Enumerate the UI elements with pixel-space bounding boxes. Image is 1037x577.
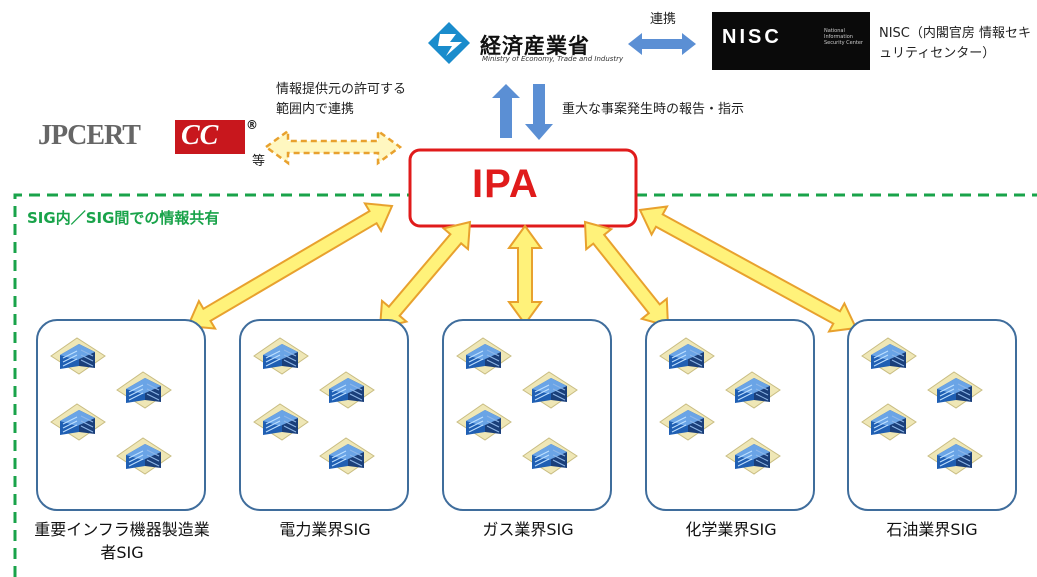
arrow-ipa-oil — [638, 205, 858, 333]
sig-box-group — [36, 319, 1017, 511]
sig-label-power: 電力業界SIG — [279, 520, 371, 539]
meti-subtitle: Ministry of Economy, Trade and Industry — [482, 55, 624, 63]
report-arrows — [492, 84, 553, 140]
sig-label-chemical: 化学業界SIG — [685, 520, 777, 539]
sig-label-gas: ガス業界SIG — [482, 520, 574, 539]
arrow-ipa-gas — [507, 224, 543, 326]
nisc-note: NISC（内閣官房 情報セキュリティセンター） — [879, 26, 1032, 61]
meti-name: 経済産業省 — [480, 34, 590, 58]
nisc-logo: NISC National Information Security Cente… — [712, 12, 870, 70]
jpcert-dashed-arrow — [263, 128, 403, 166]
sig-region-border — [13, 193, 1037, 577]
nisc-logo-text: NISC — [722, 26, 782, 48]
nisc-logo-subtext: National Information Security Center — [824, 28, 863, 46]
jpcert-cc-text: CC — [181, 120, 219, 151]
arrow-ipa-chemical — [583, 220, 670, 328]
ipa-label: IPA — [472, 162, 539, 206]
registered-mark: ® — [246, 118, 258, 132]
arrow-ipa-power — [378, 220, 472, 330]
permission-label: 情報提供元の許可する範囲内で連携 — [276, 82, 407, 117]
liaison-arrow — [628, 33, 696, 55]
liaison-label: 連携 — [650, 12, 677, 27]
sig-label-infra: 重要インフラ機器製造業者SIG — [34, 520, 210, 562]
sig-sharing-note: SIG内／SIG間での情報共有 — [27, 209, 220, 227]
meti-logo-icon — [428, 22, 470, 64]
jpcert-cc-badge: CC — [175, 120, 245, 154]
etc-label: 等 — [252, 154, 266, 169]
ipa-box — [408, 148, 638, 228]
report-label: 重大な事案発生時の報告・指示 — [562, 102, 745, 117]
sig-label-oil: 石油業界SIG — [886, 520, 978, 539]
jpcert-logo-text: JPCERT — [38, 120, 141, 151]
